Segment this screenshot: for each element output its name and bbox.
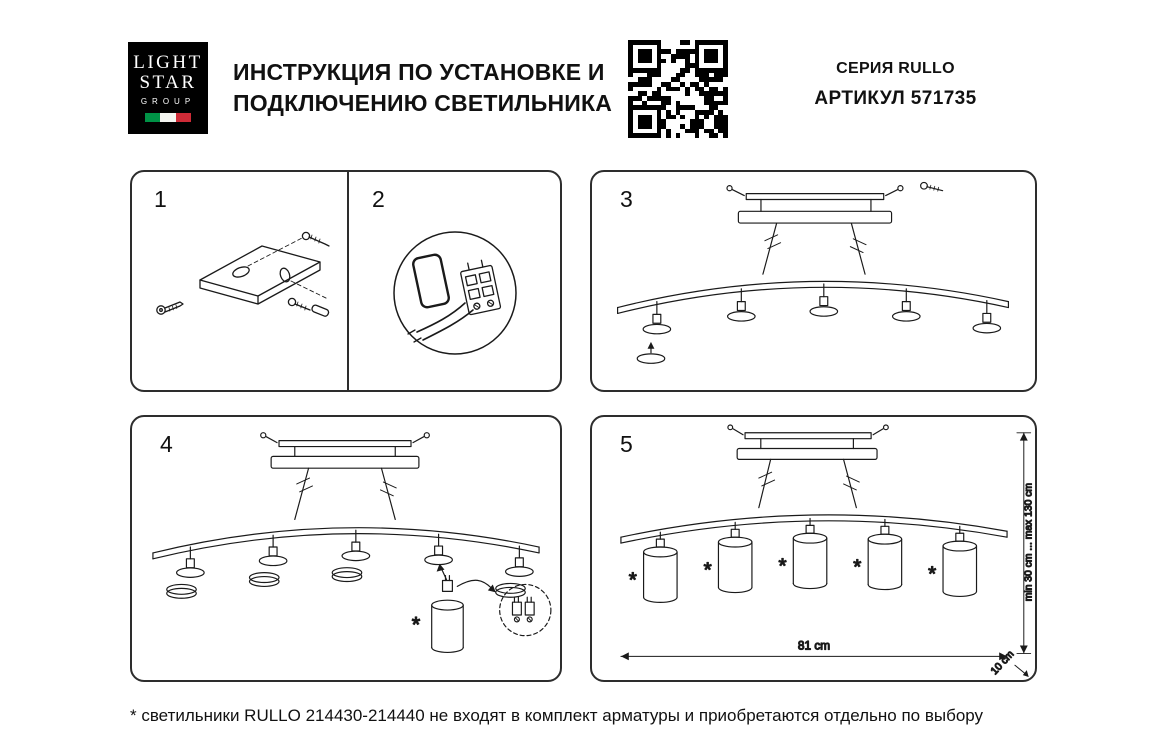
step-5-diagram: * * * * [620,424,1035,678]
mounting-strip [260,432,430,448]
offset-dimension-label: 10 cm [989,649,1016,677]
suspension-rods [762,222,867,275]
detached-shade [431,563,464,653]
width-dimension-label: 81 cm [798,638,830,652]
shade [867,518,903,591]
detached-ring [636,341,666,364]
italian-flag-icon [145,113,191,122]
logo-text-light: LIGHT [133,52,203,73]
step-4-number: 4 [160,431,173,457]
panel-step-4: 4 [130,415,562,682]
canopy [737,210,893,224]
qr-code [628,40,728,138]
step-2-diagram [393,231,517,355]
terminal-block-icon [460,259,502,316]
canopy [270,455,420,469]
spot-holder [809,283,839,317]
footnote-marker: * [778,555,786,578]
step-5-number: 5 [620,431,633,457]
step-2-number: 2 [372,186,385,212]
shade [642,531,678,603]
spot-holder [424,533,453,566]
detail-circle [393,231,517,355]
panel-step-3: 3 [590,170,1037,392]
spot-holder [331,529,371,583]
footnote-marker: * [853,556,861,579]
spot-holder [248,534,288,588]
screw-anchor-icon [287,297,330,317]
mounting-bracket [199,245,321,305]
product-info: СЕРИЯ RULLO АРТИКУЛ 571735 [793,60,998,110]
step-4-diagram: * [152,432,552,653]
screw-icon [920,181,944,192]
connector-cable [456,579,496,593]
spot-holder [642,301,672,335]
logo-text-star: STAR [139,72,197,93]
footnote-marker: * [629,568,637,591]
suspension-rods [294,467,397,521]
connector-detail-circle [499,583,552,637]
title-line-2: ПОДКЛЮЧЕНИЮ СВЕТИЛЬНИКА [233,90,613,116]
mounting-strip [727,424,889,440]
spot-holder [726,288,756,322]
shade [942,525,978,598]
curved-rail [617,280,1010,314]
article-label: АРТИКУЛ 571735 [814,88,977,109]
footnote-marker: * [412,612,421,637]
mounting-strip [726,185,904,201]
width-dimension [620,652,1008,661]
spot-holder [166,546,205,599]
page-title: ИНСТРУКЦИЯ ПО УСТАНОВКЕ И ПОДКЛЮЧЕНИЮ СВ… [233,57,612,119]
panel-divider [347,172,349,390]
panel-step-5: 5 [590,415,1037,682]
spot-holder [891,288,921,322]
wires [407,302,474,343]
bolt-icon [156,301,184,315]
offset-dimension-arrow [1014,664,1029,678]
screw-icon [301,231,330,247]
shade [717,521,753,594]
footnote-marker: * [928,563,936,586]
spot-holder [495,545,534,598]
footnote: * светильники RULLO 214430-214440 не вхо… [130,706,984,725]
curved-rail [152,527,540,560]
step-3-diagram [617,181,1010,364]
height-dimension [1016,432,1032,654]
shade [792,517,828,590]
panel-steps-1-2: 1 2 [130,170,562,392]
height-dimension-label: min 30 cm ... max 130 cm [1024,483,1035,601]
step-3-number: 3 [620,186,633,212]
canopy [736,447,878,460]
logo-text-group: GROUP [140,97,196,106]
title-line-1: ИНСТРУКЦИЯ ПО УСТАНОВКЕ И [233,59,605,85]
driver-box [412,253,450,309]
suspension-rods [758,458,860,509]
footnote-marker: * [704,559,712,582]
series-label: СЕРИЯ RULLO [836,60,955,77]
step-1-diagram [156,231,330,317]
curved-rail [620,514,1008,544]
spot-holder [972,300,1002,334]
step-1-number: 1 [154,186,167,212]
lightstar-logo: LIGHT STAR GROUP [128,42,208,134]
